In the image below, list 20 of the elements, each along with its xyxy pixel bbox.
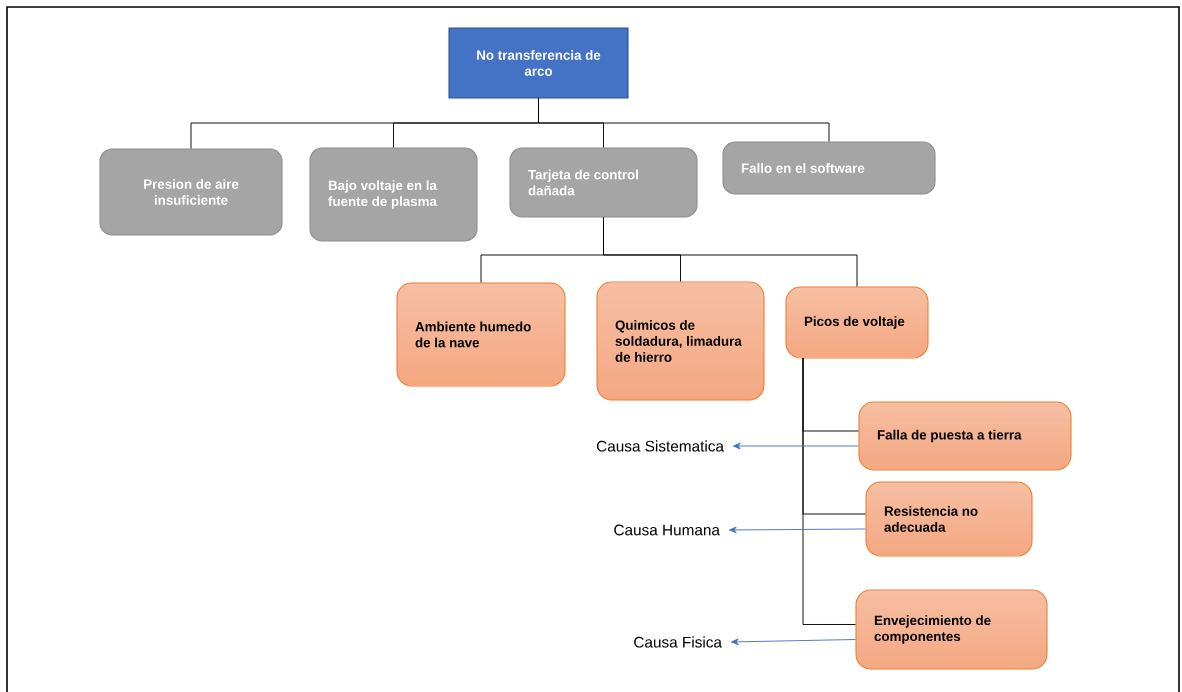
cause-label: Causa Humana (614, 524, 720, 536)
arrow (731, 638, 856, 646)
arrow (733, 442, 859, 450)
problem-box: No transferencia de arco (448, 27, 629, 99)
arrow (729, 526, 866, 534)
sub-cause-box: Quimicos de soldadura, limadura de hierro (596, 281, 765, 401)
sub-cause-box: Envejecimiento de componentes (855, 589, 1048, 670)
sub-cause-box: Picos de voltaje (785, 286, 929, 359)
cause-label: Causa Sistematica (596, 440, 724, 452)
connector-line (538, 98, 830, 142)
connector-line (802, 357, 856, 625)
cause-box: Presion de aire insuficiente (99, 148, 283, 236)
connector-line (603, 217, 858, 287)
sub-cause-box: Falla de puesta a tierra (858, 401, 1072, 471)
cause-box: Fallo en el software (722, 141, 936, 195)
cause-box: Bajo voltaje en la fuente de plasma (309, 147, 478, 242)
cause-label: Causa Fisica (634, 636, 722, 648)
cause-box: Tarjeta de control dañada (509, 147, 698, 218)
sub-cause-box: Ambiente humedo de la nave (396, 282, 566, 387)
sub-cause-box: Resistencia no adecuada (865, 481, 1033, 557)
